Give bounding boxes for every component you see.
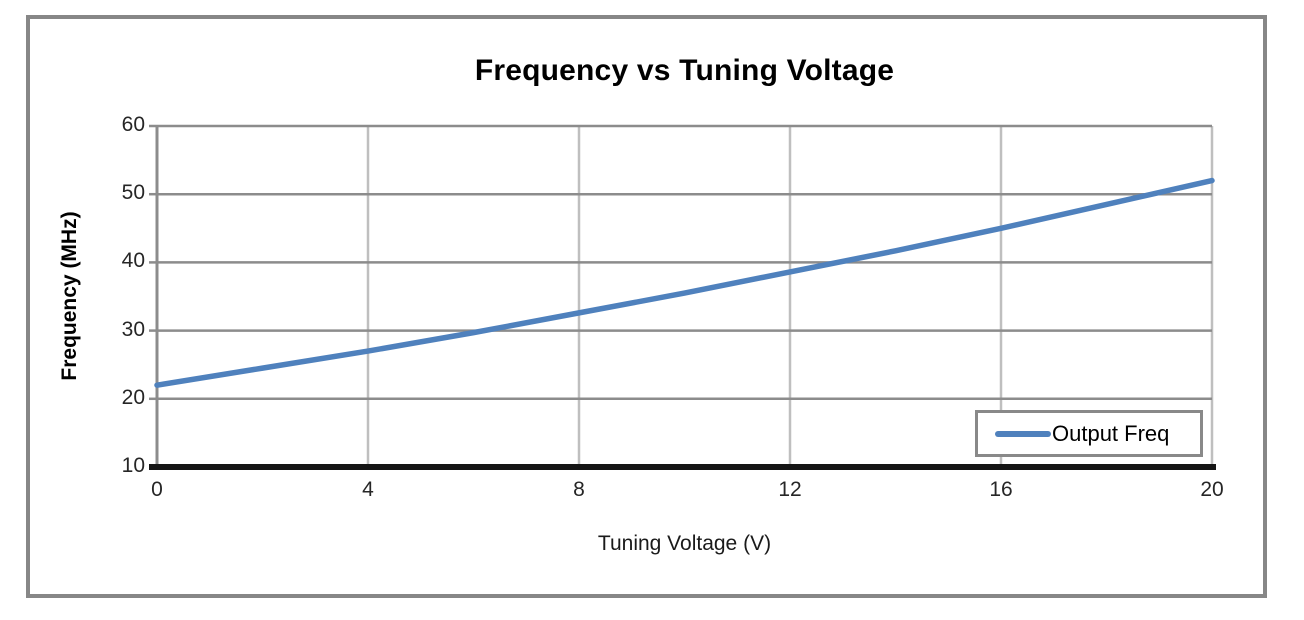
x-tick-label: 16	[989, 478, 1013, 501]
x-tick-label: 12	[778, 478, 802, 501]
x-tick-label: 4	[362, 478, 374, 501]
y-axis-title: Frequency (MHz)	[58, 211, 81, 381]
y-tick-label: 60	[121, 113, 145, 136]
x-tick-label: 8	[573, 478, 585, 501]
y-tick-label: 30	[121, 317, 145, 341]
series-line-output-freq	[154, 177, 1215, 388]
chart-frame	[26, 15, 1267, 598]
x-tick-label: 0	[151, 478, 163, 501]
x-tick-label: 20	[1200, 478, 1224, 501]
y-tick-label: 40	[121, 249, 145, 273]
y-tick-label: 50	[121, 181, 145, 205]
y-tick-label: 20	[121, 385, 145, 409]
x-axis-title: Tuning Voltage (V)	[597, 532, 772, 555]
legend-label: Output Freq	[1052, 420, 1170, 446]
legend: Output Freq	[975, 410, 1203, 457]
chart-title: Frequency vs Tuning Voltage	[474, 54, 895, 87]
y-tick-label: 10	[121, 454, 145, 477]
legend-line-sample-icon	[995, 430, 1051, 437]
